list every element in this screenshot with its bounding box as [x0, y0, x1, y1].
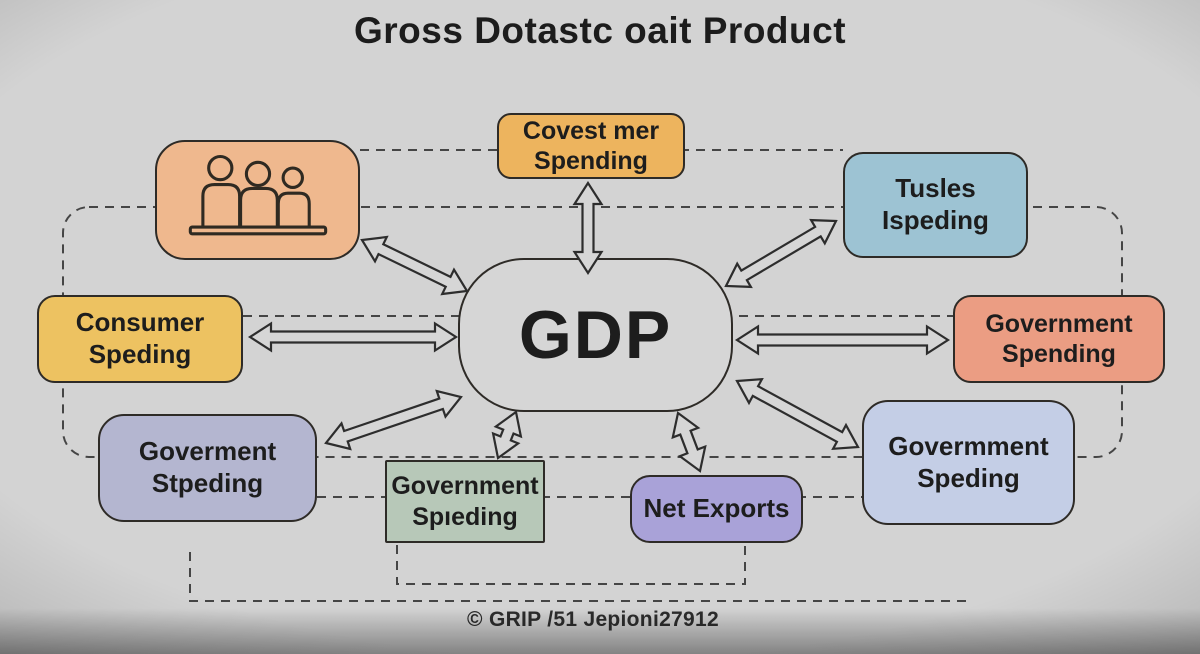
node-label: Govermment	[888, 430, 1049, 461]
node-government-bottom-center: Government Spıeding	[385, 460, 545, 543]
diagram-title: Gross Dotastc oait Product	[353, 10, 847, 51]
node-net-exports: Net Exports	[630, 475, 803, 543]
node-label: Stpeding	[151, 468, 264, 498]
node-label: Government	[985, 309, 1133, 338]
caption: © GRIP /51 Jepioni27912	[467, 608, 719, 631]
people-icon	[188, 154, 328, 236]
node-label: Speding	[917, 462, 1020, 493]
node-label: Net Exports	[643, 493, 790, 524]
node-audience	[155, 140, 360, 260]
node-label: Spıeding	[412, 502, 518, 531]
gdp-center-node: GDP	[458, 258, 733, 412]
node-label: Spending	[534, 147, 648, 175]
node-government-bottom-left: Goverment Stpeding	[98, 414, 317, 522]
node-label: Government	[391, 472, 539, 500]
node-investment-spending: Covest mer Spending	[497, 113, 685, 179]
node-label: Ispeding	[882, 205, 989, 235]
node-label: Speding	[88, 339, 192, 369]
node-label: Goverment	[138, 436, 277, 467]
node-government-bottom-right: Govermment Speding	[862, 400, 1075, 525]
node-label: Covest mer	[522, 116, 660, 145]
node-label: Consumer	[75, 307, 205, 338]
gdp-label: GDP	[518, 296, 673, 373]
node-government-spending-right: Government Spending	[953, 295, 1165, 383]
node-label: Tusles	[895, 173, 976, 204]
node-label: Spending	[1002, 340, 1116, 368]
node-taxes-spending: Tusles Ispeding	[843, 152, 1028, 258]
node-consumer-spending: Consumer Speding	[37, 295, 243, 383]
